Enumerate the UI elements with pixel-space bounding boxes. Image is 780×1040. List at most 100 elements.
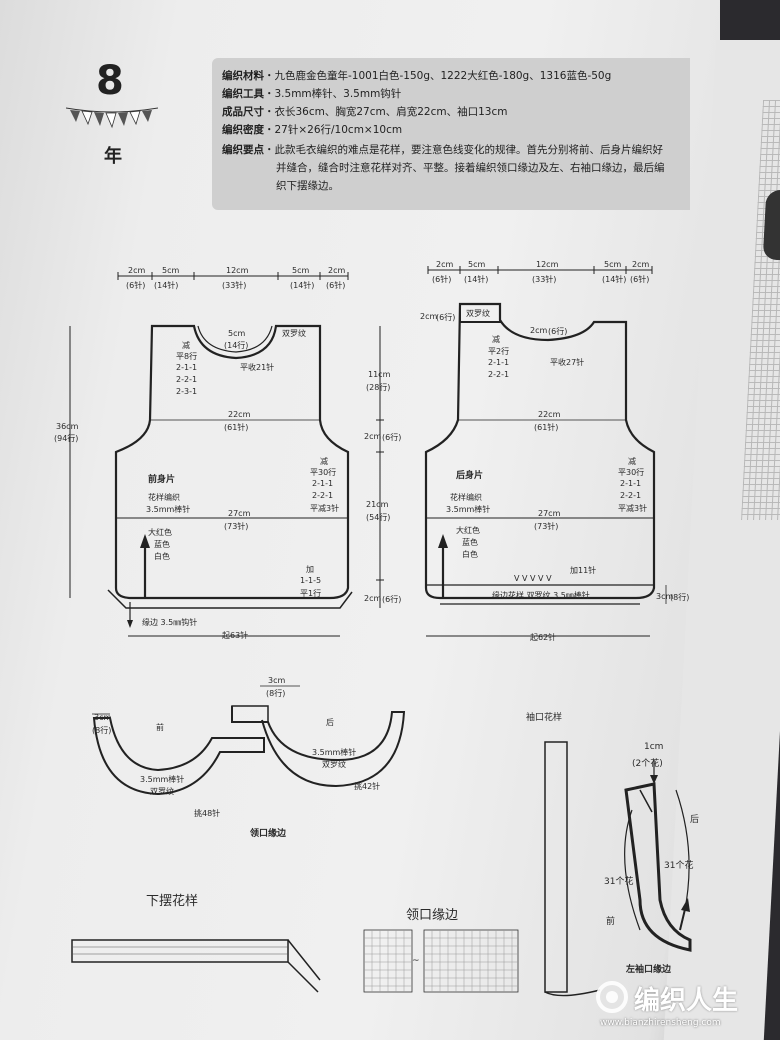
front-length: 36cm: [56, 422, 79, 431]
side-seg4-rows: (6行): [382, 595, 402, 604]
back-color-2: 蓝色: [462, 538, 478, 547]
materials-box: [212, 58, 690, 210]
front-top-dim-2: 5cm: [162, 266, 180, 275]
bunting-icon: [66, 107, 158, 129]
info-text: ・3.5mm棒针、3.5mm钩针: [264, 88, 402, 100]
sleeve-dim: 1cm: [644, 742, 664, 752]
sleeve-right-count: 31个花: [664, 861, 694, 871]
hem-chart-cells: [72, 946, 288, 955]
neck-chart-cells: [364, 930, 518, 992]
back-top-dim-1: 2cm: [436, 260, 454, 269]
neckband-front-needle: 3.5mm棒针: [140, 775, 185, 784]
back-neck-dec-2: 2-1-1: [488, 358, 510, 367]
back-pattern: 花样编织: [450, 493, 482, 502]
front-piece-outline: [114, 324, 350, 600]
sleeve-flowers: (2个花): [632, 759, 663, 769]
back-neck-dim-rows: (6行): [548, 327, 568, 336]
front-inc-0: 加: [306, 565, 314, 574]
info-text: 织下摆缘边。: [276, 180, 339, 192]
neckband-front-shape: [92, 717, 265, 796]
sleeve-front: 前: [606, 917, 616, 927]
back-top-dim-5: 2cm: [632, 260, 650, 269]
info-row: 织下摆缘边。: [276, 178, 339, 193]
side-seg1-rows: (28行): [366, 383, 391, 392]
front-length-rows: (94行): [54, 434, 79, 443]
front-neck-rib: [197, 325, 273, 353]
front-cast-on: 起63针: [222, 631, 249, 640]
back-top-ticks: [427, 266, 653, 274]
neckband-title: 领口缘边: [250, 829, 287, 839]
front-shoulder-sts: (61针): [224, 423, 249, 432]
front-top-dim-3: 12cm: [226, 266, 249, 275]
info-label: 编织工具: [222, 88, 264, 100]
front-inc-2: 平1行: [300, 589, 322, 598]
info-row: 编织工具・3.5mm棒针、3.5mm钩针: [222, 86, 401, 101]
front-shoulder: 22cm: [228, 410, 251, 419]
back-rib-left-rows: (6行): [436, 313, 456, 322]
back-shoulder: 22cm: [538, 410, 561, 419]
back-color-3: 白色: [462, 550, 478, 559]
front-inc-1: 1-1-5: [300, 576, 322, 585]
back-rib-left: 2cm: [420, 312, 438, 321]
sleeve-cuff-shape: [624, 782, 692, 952]
neckband-back-shape: [231, 706, 406, 788]
neck-chart: [363, 929, 519, 993]
neckband-back-pick: 挑42针: [354, 782, 381, 791]
sleeve-caption: 左袖口缘边: [626, 965, 672, 975]
front-neck-dec-0: 减: [182, 341, 190, 350]
front-arm-dec-4: 平减3针: [310, 504, 340, 513]
back-top-sts-3: (33针): [532, 275, 557, 284]
side-seg2: 2cm: [364, 432, 382, 441]
back-hem-rows: (8行): [670, 593, 690, 602]
neckband-top-dim: 3cm: [268, 676, 286, 685]
info-row: 编织要点・此款毛衣编织的难点是花样，要注意色线变化的规律。首先分别将前、后身片编…: [222, 142, 663, 157]
back-top-sts-1: (6针): [432, 275, 452, 284]
back-shoulder-sts: (61针): [534, 423, 559, 432]
side-seg3: 21cm: [366, 500, 389, 509]
front-neck-dec-3: 2-2-1: [176, 375, 198, 384]
info-label: 编织要点: [222, 144, 264, 156]
project-number: 8: [96, 58, 124, 104]
front-top-dim-1: 2cm: [128, 266, 146, 275]
back-arm-dec-4: 平减3针: [618, 504, 648, 513]
front-neck-dec-4: 2-3-1: [176, 387, 198, 396]
neckband-left-dim: 3cm: [94, 713, 112, 722]
info-row: 编织材料・九色鹿金色童年-1001白色-150g、1222大红色-180g、13…: [222, 68, 611, 83]
front-color-2: 蓝色: [154, 540, 170, 549]
back-neck-dec-3: 2-2-1: [488, 370, 510, 379]
info-label: 编织材料: [222, 70, 264, 82]
neckband-back-rib: 双罗纹: [322, 760, 346, 769]
side-seg1: 11cm: [368, 370, 391, 379]
front-rib-label: 双罗纹: [282, 329, 306, 338]
neckband-left-rows: (8行): [92, 726, 112, 735]
front-top-sts-4: (14针): [290, 281, 315, 290]
back-top-dim-4: 5cm: [604, 260, 622, 269]
back-top-dim-2: 5cm: [468, 260, 486, 269]
back-arm-dec-3: 2-2-1: [620, 491, 642, 500]
front-top-sts-1: (6针): [126, 281, 146, 290]
info-row: 并缝合，缝合时注意花样对齐、平整。接着编织领口缘边及左、右袖口缘边，最后编: [276, 160, 665, 175]
info-row: 成品尺寸・衣长36cm、胸宽27cm、肩宽22cm、袖口13cm: [222, 104, 507, 119]
back-arm-dec-2: 2-1-1: [620, 479, 642, 488]
neckband-back-label: 后: [326, 718, 334, 727]
front-top-dim-4: 5cm: [292, 266, 310, 275]
front-edge: 缘边 3.5㎜钩针: [142, 618, 198, 627]
back-neck-dec-1: 平2行: [488, 347, 510, 356]
hem-chart-grid: [71, 939, 289, 963]
sleeve-title: 袖口花样: [526, 713, 563, 723]
back-top-dim-3: 12cm: [536, 260, 559, 269]
front-neck-top: 5cm: [228, 329, 246, 338]
neckband-top-rows: (8行): [266, 689, 286, 698]
neck-chart-title: 领口缘边: [406, 908, 459, 923]
neckband-front-rib: 双罗纹: [150, 787, 174, 796]
front-chest: 27cm: [228, 509, 251, 518]
back-piece-title: 后身片: [456, 471, 484, 481]
front-color-1: 大红色: [148, 528, 172, 537]
back-top-sts-4: (14针): [602, 275, 627, 284]
back-color-1: 大红色: [456, 526, 480, 535]
front-top-dim-5: 2cm: [328, 266, 346, 275]
front-top-sts-5: (6针): [326, 281, 346, 290]
hem-pattern-title: 下摆花样: [146, 894, 199, 909]
back-top-sts-5: (6针): [630, 275, 650, 284]
